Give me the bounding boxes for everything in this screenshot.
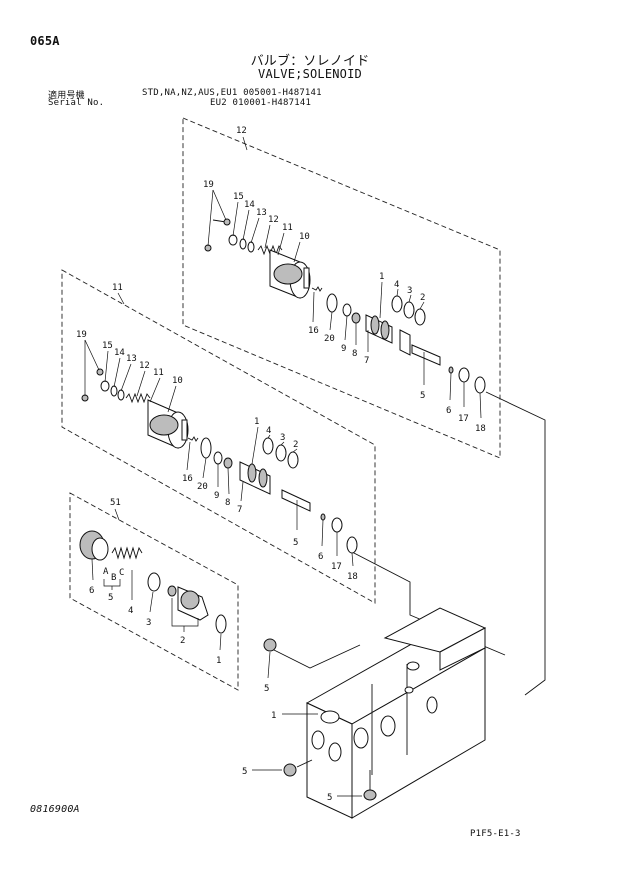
callout-3-c: 3 (146, 618, 151, 628)
callout-18: 18 (475, 424, 486, 434)
callout-13: 13 (256, 208, 267, 218)
group-51-boundary (69, 492, 239, 691)
callout-8: 8 (352, 349, 357, 359)
callout-8-b: 8 (225, 498, 230, 508)
serial-range-2: EU2 010001-H487141 (210, 98, 312, 108)
callout-6: 6 (446, 406, 451, 416)
callouts-middle: 11 19 15 14 13 12 11 10 16 20 9 8 7 1 4 … (76, 283, 358, 582)
leader-line-lower (273, 644, 361, 669)
callout-15: 15 (233, 192, 244, 202)
figure-code: 0816900A (30, 804, 80, 815)
callout-6-c: 6 (89, 586, 94, 596)
callout-5-c2: 5 (264, 684, 269, 694)
callout-3-b: 3 (280, 433, 285, 443)
callout-5: 5 (420, 391, 425, 401)
title-japanese: バルブ：ソレノイド (250, 54, 370, 69)
callout-5-body-a: 5 (242, 767, 247, 777)
callouts-upper: 12 19 15 14 13 12 11 10 16 20 9 8 7 1 4 … (203, 126, 486, 434)
serial-range-1: STD,NA,NZ,AUS,EU1 005001-H487141 (142, 88, 322, 98)
callout-14-b: 14 (114, 348, 125, 358)
callout-2: 2 (420, 293, 425, 303)
callouts-body: 1 5 5 (242, 711, 362, 803)
group-12-boundary (182, 117, 501, 459)
callout-20-b: 20 (197, 482, 208, 492)
callout-18-b: 18 (347, 572, 358, 582)
callout-5-b: 5 (293, 538, 298, 548)
callout-5-body-b: 5 (327, 793, 332, 803)
callout-1-c: 1 (216, 656, 221, 666)
callout-1-body: 1 (271, 711, 276, 721)
callout-11: 11 (282, 223, 293, 233)
callout-11-group: 11 (112, 283, 123, 293)
callout-2-c: 2 (180, 636, 185, 646)
callout-12: 12 (268, 215, 279, 225)
callout-51: 51 (110, 498, 121, 508)
callout-7-b: 7 (237, 505, 242, 515)
callout-A: A (103, 567, 109, 577)
solenoid-assembly-upper (204, 218, 486, 394)
reference-code: P1F5-E1-3 (470, 829, 521, 839)
serial-label-english: Serial No. (48, 98, 105, 108)
callout-19: 19 (203, 180, 214, 190)
callout-10-b: 10 (172, 376, 183, 386)
callout-16: 16 (308, 326, 319, 336)
callout-B: B (111, 573, 116, 583)
callout-3: 3 (407, 286, 412, 296)
valve-assembly-lower (79, 530, 277, 652)
callout-12-group: 12 (236, 126, 247, 136)
callout-15-b: 15 (102, 341, 113, 351)
title-english: VALVE;SOLENOID (258, 67, 362, 81)
callout-17-b: 17 (331, 562, 342, 572)
callout-7: 7 (364, 356, 369, 366)
leader-line-upper (485, 391, 546, 696)
group-11-boundary (61, 269, 376, 604)
solenoid-assembly-middle (81, 368, 358, 554)
page-code: 065A (30, 34, 60, 48)
callout-5-c: 5 (108, 593, 113, 603)
serial-label-japanese: 適用号機 (48, 91, 85, 101)
callout-19-b: 19 (76, 330, 87, 340)
callout-6-b: 6 (318, 552, 323, 562)
callout-12-b: 12 (139, 361, 150, 371)
callout-1-b: 1 (254, 417, 259, 427)
callout-20: 20 (324, 334, 335, 344)
callout-9: 9 (341, 344, 346, 354)
callout-16-b: 16 (182, 474, 193, 484)
callout-C: C (119, 568, 124, 578)
callout-4-b: 4 (266, 426, 271, 436)
valve-body (283, 607, 487, 819)
callout-11-b: 11 (153, 368, 164, 378)
callout-10: 10 (299, 232, 310, 242)
callout-1: 1 (379, 272, 384, 282)
callouts-lower: 51 6 A B C 5 4 3 2 1 5 (89, 498, 271, 694)
callout-4-c: 4 (128, 606, 133, 616)
callout-4: 4 (394, 280, 399, 290)
callout-2-b: 2 (293, 440, 298, 450)
callout-17: 17 (458, 414, 469, 424)
callout-14: 14 (244, 200, 255, 210)
callout-9-b: 9 (214, 491, 219, 501)
callout-13-b: 13 (126, 354, 137, 364)
